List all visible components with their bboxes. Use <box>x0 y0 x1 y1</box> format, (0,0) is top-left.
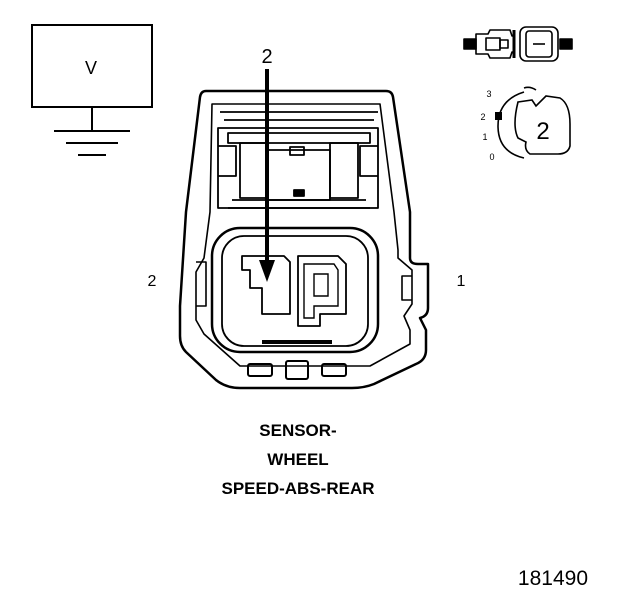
terminal-label-left: 2 <box>148 273 157 290</box>
connector-housing-inner <box>195 103 413 367</box>
connector-housing-outline <box>178 89 430 390</box>
connector-face <box>178 89 430 390</box>
device-box-label: V <box>85 58 97 78</box>
ground-symbol-icon <box>54 130 130 156</box>
terminal-cavity-1-slot <box>313 273 329 297</box>
side-ribs <box>196 261 412 307</box>
device-box-ground: V <box>31 24 153 156</box>
caption-line-2: WHEEL <box>267 450 328 469</box>
caption-line-3: SPEED-ABS-REAR <box>221 479 374 498</box>
terminal-cavity-2 <box>241 255 291 315</box>
locator-scale-1: 1 <box>482 132 487 142</box>
caption-line-1: SENSOR- <box>259 421 336 440</box>
keying-windows <box>247 340 347 380</box>
terminal-label-right: 1 <box>457 273 466 290</box>
arrow-head-icon <box>259 260 275 282</box>
terminal-cavity-1 <box>297 255 347 327</box>
figure-number: 181490 <box>518 567 588 590</box>
terminal-cavity-1-inner <box>303 263 339 319</box>
locator-scale-3: 3 <box>486 89 491 99</box>
latch-frame <box>217 111 379 209</box>
pointer-label: 2 <box>261 46 272 68</box>
locator-dial-icon <box>495 86 571 159</box>
locator-scale-0: 0 <box>489 152 494 162</box>
pointer-arrow: 2 <box>259 46 275 282</box>
locator-position-label: 2 <box>536 118 549 145</box>
device-box <box>31 24 153 108</box>
connector-pair-icon <box>463 26 573 62</box>
position-locator: 3 2 1 0 2 <box>480 86 571 162</box>
mating-cavity <box>210 226 380 354</box>
locator-scale-2: 2 <box>480 112 485 122</box>
